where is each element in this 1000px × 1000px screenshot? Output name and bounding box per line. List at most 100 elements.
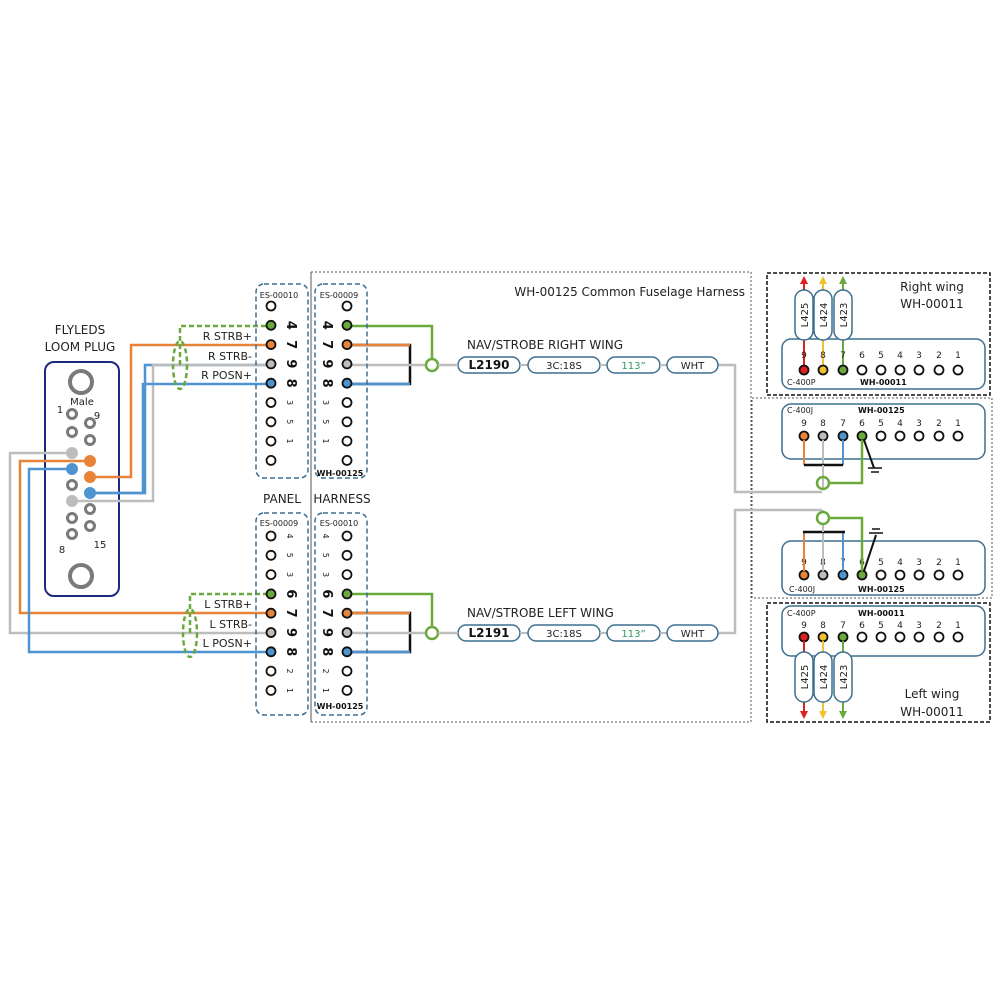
bottom-harness-pin: [341, 685, 353, 696]
left-fuselage-pin: [875, 569, 887, 581]
top-panel-pin: [265, 358, 277, 370]
left-fuselage-connector: [781, 540, 986, 596]
left-fuselage-pin-label: 2: [936, 558, 942, 568]
plug-pin: [84, 417, 96, 429]
left-cable-segment-label: 3C:18S: [546, 629, 582, 640]
plug-pin: [66, 528, 78, 540]
left-wing-connector: [781, 605, 986, 657]
left-fuselage-pin: [856, 569, 868, 581]
bottom-harness-pin-label: 6: [319, 589, 334, 598]
bottom-panel-pin: [265, 607, 277, 619]
plug-title-2: LOOM PLUG: [45, 340, 116, 354]
left-wing-pin-label: 8: [820, 621, 826, 631]
right-wing-pin: [798, 364, 810, 376]
top-panel-pin-label: 1: [285, 439, 294, 444]
top-harness-pin: [341, 319, 353, 331]
top-harness-pin-label: 1: [321, 439, 330, 444]
right-fuselage-harness-id: WH-00125: [858, 406, 905, 415]
left-fuselage-harness-id: WH-00125: [858, 585, 905, 594]
right-fuselage-pin-label: 9: [801, 419, 807, 429]
left-fuselage-pin-label: 3: [916, 558, 922, 568]
arrow-up-icon: [800, 276, 808, 284]
bottom-panel-id: ES-00009: [260, 519, 298, 528]
plug-title-1: FLYLEDS: [55, 323, 105, 337]
arrow-down-icon: [839, 711, 847, 719]
top-panel-pin-label: 3: [285, 400, 294, 405]
plug-pin: [66, 408, 78, 420]
right-wing-pin: [817, 364, 829, 376]
right-wing-pin: [856, 364, 868, 376]
bottom-harness-pin: [341, 646, 353, 658]
right-wing-pin-label: 5: [878, 351, 884, 361]
right-fuselage-pin: [837, 430, 849, 442]
bottom-panel-pin: [265, 549, 277, 561]
top-panel-pin-label: 9: [283, 359, 298, 368]
bottom-harness-pin-label: 4: [321, 533, 330, 538]
left-wing-pin-label: 3: [916, 621, 922, 631]
fuselage-harness-frame: [310, 271, 752, 723]
right-fuselage-pin: [933, 430, 945, 442]
bottom-harness-pin: [341, 627, 353, 638]
top-panel-pin-label: 8: [283, 379, 298, 388]
left-cable-segment: [666, 624, 719, 642]
right-wing-pin-label: 9: [801, 351, 807, 361]
arrow-down-icon: [819, 711, 827, 719]
right-fuselage-pin-label: 4: [897, 419, 903, 429]
left-wing-pin-label: 9: [801, 621, 807, 631]
right-fuselage-pin: [894, 430, 906, 442]
arrow-down-icon: [800, 711, 808, 719]
plug-pin: [66, 426, 78, 438]
bottom-harness-pin: [341, 607, 353, 619]
right-fuselage-pin-label: 7: [840, 419, 846, 429]
arrow-up-icon: [839, 276, 847, 284]
bottom-panel-pin: [265, 627, 277, 638]
right-fuselage-pin: [798, 430, 810, 442]
top-panel-pin-label: 4: [283, 321, 298, 330]
left-wing-pin: [837, 631, 849, 643]
left-fuselage-pin-label: 5: [878, 558, 884, 568]
left-fuselage-pin-label: 4: [897, 558, 903, 568]
bottom-harness-pin-label: 8: [319, 647, 334, 656]
signal-r-strb-plus: R STRB+: [203, 330, 252, 343]
left-wing-pin-label: 4: [897, 621, 903, 631]
plug-pin-label-1: 1: [57, 405, 63, 416]
bottom-harness-pin-label: 7: [319, 609, 334, 618]
top-harness-connector: [314, 283, 368, 479]
right-wing-pin-label: 3: [916, 351, 922, 361]
top-panel-pin: [265, 397, 277, 408]
top-harness-pin: [341, 416, 353, 428]
left-wing-title-2: WH-00011: [900, 705, 963, 719]
left-wing-lead-label: L424: [819, 665, 830, 690]
top-harness-pin: [341, 339, 353, 351]
bottom-panel-pin-label: 3: [285, 572, 294, 577]
bottom-harness-pin: [341, 530, 353, 542]
left-wing-connector-id: C-400P: [787, 609, 816, 618]
wire-r-strb-minus: [72, 363, 270, 503]
right-wing-pin-label: 4: [897, 351, 903, 361]
right-fuselage-pin-label: 5: [878, 419, 884, 429]
plug-pin: [84, 503, 96, 515]
right-wing-pin: [913, 364, 925, 376]
bottom-panel-pin: [265, 530, 277, 542]
right-fuselage-pin: [817, 430, 829, 442]
right-wing-pin-label: 2: [936, 351, 942, 361]
right-fuselage-pin: [875, 430, 887, 442]
right-fuselage-pin-label: 3: [916, 419, 922, 429]
plug-pin-label-8: 8: [59, 545, 65, 556]
right-fuselage-pin-label: 6: [859, 419, 865, 429]
left-cable-segment-label: 113”: [621, 629, 645, 640]
left-fuselage-pin: [913, 569, 925, 581]
right-wing-connector: [781, 338, 986, 390]
arrow-up-icon: [819, 276, 827, 284]
left-fuselage-pin: [837, 569, 849, 581]
top-panel-pin: [265, 435, 277, 447]
right-wing-pin: [875, 364, 887, 376]
top-harness-id: ES-00009: [320, 291, 358, 300]
wire-l-strb-minus: [8, 451, 270, 635]
right-wing-lead: [794, 289, 814, 341]
top-panel-pin: [265, 454, 277, 466]
plug-pin: [66, 512, 78, 524]
top-panel-id: ES-00010: [260, 291, 298, 300]
left-wing-pin-label: 6: [859, 621, 865, 631]
